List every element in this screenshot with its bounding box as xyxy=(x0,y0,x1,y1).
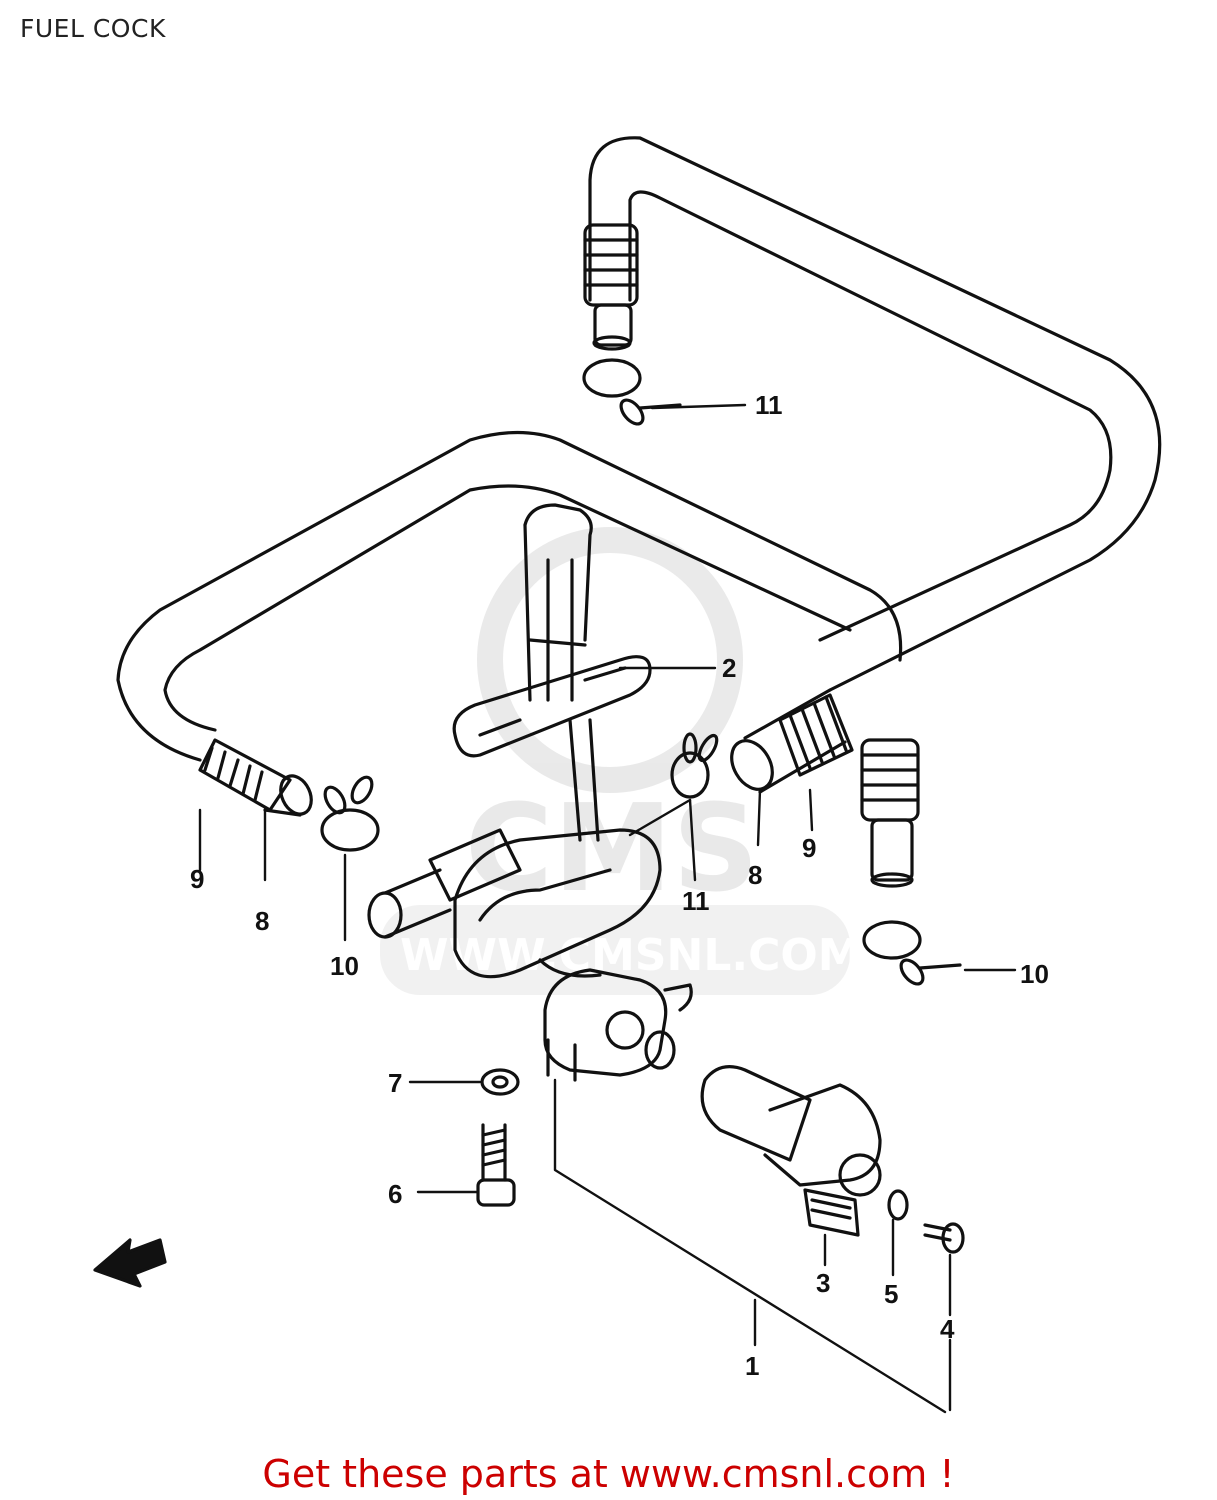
callout-9-right: 9 xyxy=(802,833,816,863)
hose-end-left xyxy=(198,738,313,817)
page-title: FUEL COCK xyxy=(20,14,166,43)
fuel-hose-left xyxy=(116,430,903,762)
fuel-cock-lever xyxy=(700,1065,882,1237)
callout-2: 2 xyxy=(722,653,736,683)
callout-11-top: 11 xyxy=(755,390,783,420)
clip-10-left xyxy=(320,775,380,852)
washer-5 xyxy=(887,1189,909,1221)
callout-6: 6 xyxy=(388,1179,402,1209)
screw-6 xyxy=(476,1123,516,1207)
callout-1: 1 xyxy=(745,1351,759,1381)
hose-end-top xyxy=(583,223,639,351)
screw-4 xyxy=(923,1222,965,1254)
callout-5: 5 xyxy=(884,1279,898,1309)
callout-7: 7 xyxy=(388,1068,402,1098)
watermark-url: WWW.CMSNL.COM xyxy=(400,930,862,981)
callout-8-left: 8 xyxy=(255,906,269,936)
callout-11-center: 11 xyxy=(682,886,710,916)
fuel-cock-strainer xyxy=(452,503,652,842)
callout-9-left: 9 xyxy=(190,864,204,894)
washer-7 xyxy=(480,1068,520,1096)
footer-promo: Get these parts at www.cmsnl.com ! xyxy=(0,1452,1217,1496)
footer-link[interactable]: Get these parts at www.cmsnl.com ! xyxy=(262,1452,955,1496)
fuel-cock-body xyxy=(367,828,693,1082)
callout-10-right: 10 xyxy=(1020,959,1049,989)
watermark: CMS WWW.CMSNL.COM xyxy=(380,527,862,995)
hose-end-right-lower xyxy=(860,738,920,888)
leader-lines xyxy=(198,403,1017,1414)
callout-10-left: 10 xyxy=(330,951,359,981)
clip-11-center xyxy=(670,732,719,799)
callout-8-right: 8 xyxy=(748,860,762,890)
watermark-brand: CMS xyxy=(465,780,759,919)
clip-10-right xyxy=(862,920,962,986)
clip-11-top xyxy=(582,358,682,426)
front-arrow-icon xyxy=(93,1238,167,1288)
fuel-hose-right xyxy=(588,136,1162,794)
hose-sleeve-right xyxy=(778,693,854,777)
callout-4: 4 xyxy=(940,1314,955,1344)
callout-3: 3 xyxy=(816,1268,830,1298)
